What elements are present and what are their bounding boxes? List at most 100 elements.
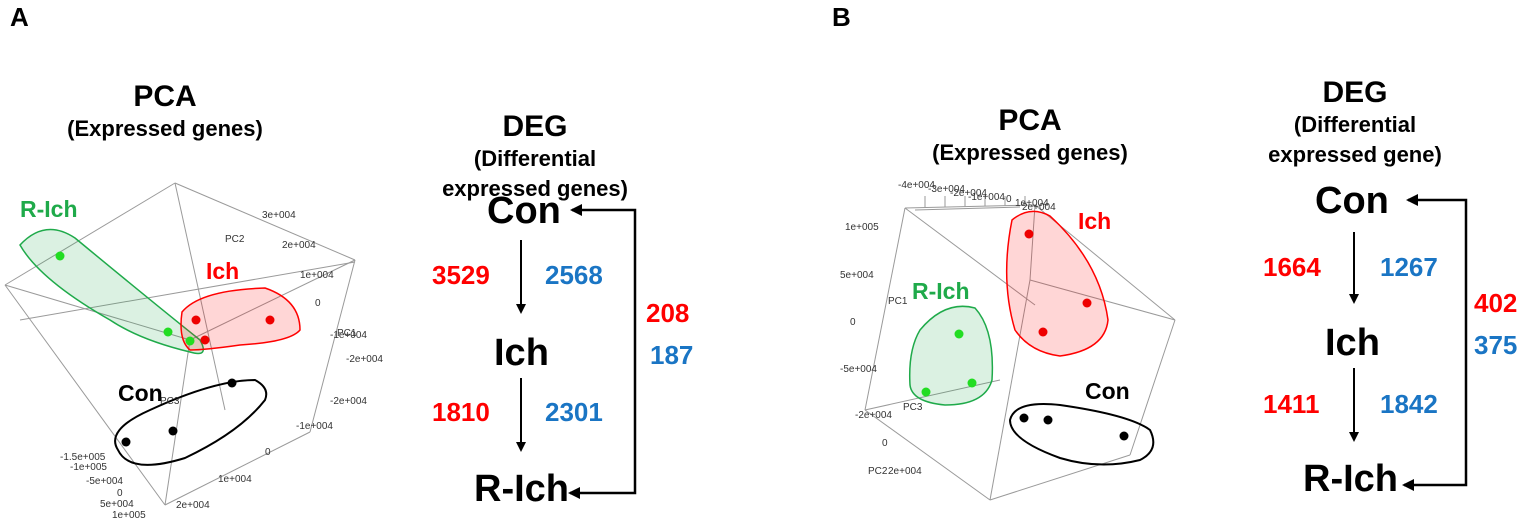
deg-ich-rich-down: 2301 bbox=[545, 397, 603, 427]
panel-b-pca-box bbox=[864, 204, 1176, 501]
axis-label-pc1: PC1 bbox=[337, 328, 357, 339]
deg-con-rich-down: 375 bbox=[1474, 330, 1518, 360]
tick-label: -1e+004 bbox=[296, 421, 333, 432]
ich-point bbox=[1024, 229, 1034, 239]
panel-b-deg-title-block: DEG (Differential expressed gene) bbox=[1240, 76, 1470, 170]
tick-label: -1e+005 bbox=[70, 462, 107, 473]
deg-ich-rich-down: 1842 bbox=[1380, 389, 1438, 419]
r-ich-points bbox=[55, 251, 195, 346]
r-ich-point bbox=[954, 329, 964, 339]
deg-node-con: Con bbox=[1315, 180, 1389, 222]
tick-label: 2e+004 bbox=[1022, 202, 1056, 213]
deg-con-ich-down: 2568 bbox=[545, 260, 603, 290]
tick-label: -1.5e+005 bbox=[60, 452, 106, 463]
ich-point bbox=[1038, 327, 1048, 337]
panel-b-letter: B bbox=[832, 2, 851, 32]
pca-title: PCA bbox=[998, 104, 1062, 137]
bracket-con-r-ich bbox=[1404, 198, 1468, 487]
ich-point bbox=[265, 315, 275, 325]
r-ich-hull bbox=[19, 228, 205, 355]
panel-b-pca-title: PCA (Expressed genes) bbox=[880, 104, 1180, 168]
tick-label: -4e+004 bbox=[898, 180, 935, 191]
pca-subtitle: (Expressed genes) bbox=[932, 140, 1128, 165]
tick-label: -5e+004 bbox=[86, 476, 123, 487]
deg-ich-rich-up: 1411 bbox=[1263, 389, 1320, 419]
r-ich-point bbox=[185, 336, 195, 346]
tick-label: 1e+004 bbox=[218, 474, 252, 485]
tick-label: 5e+004 bbox=[100, 499, 134, 510]
bracket-arrow-head-top bbox=[1406, 194, 1418, 206]
ich-point bbox=[1082, 298, 1092, 308]
tick-label: 1e+004 bbox=[1015, 198, 1049, 209]
deg-con-ich-down: 1267 bbox=[1380, 252, 1438, 282]
panel-a-label-r-ich: R-Ich bbox=[20, 196, 78, 222]
ich-points bbox=[191, 315, 275, 345]
con-point bbox=[1019, 413, 1029, 423]
panel-b-label-con: Con bbox=[1085, 378, 1130, 404]
tick-label: 0 bbox=[315, 298, 321, 309]
deg-node-con: Con bbox=[487, 190, 561, 232]
bracket-arrow-head-bottom bbox=[1402, 479, 1414, 491]
deg-node-ich: Ich bbox=[494, 332, 549, 374]
con-point bbox=[1119, 431, 1129, 441]
deg-subtitle-line1: (Differential bbox=[1293, 112, 1417, 137]
tick-label: 0 bbox=[117, 488, 123, 499]
tick-label: 0 bbox=[265, 447, 271, 458]
axis-label-pc3: PC3 bbox=[160, 396, 180, 407]
panel-b-top-ticks bbox=[924, 196, 1026, 208]
tick-label: 2e+004 bbox=[888, 466, 922, 477]
axis-label-pc3: PC3 bbox=[903, 402, 923, 413]
tick-label: 0 bbox=[850, 317, 856, 328]
con-point bbox=[227, 378, 237, 388]
con-point bbox=[121, 437, 131, 447]
tick-label: 0 bbox=[1006, 194, 1012, 205]
panel-b-label-r-ich: R-Ich bbox=[912, 278, 970, 304]
bracket-con-r-ich bbox=[570, 208, 637, 495]
con-point bbox=[168, 426, 178, 436]
r-ich-point bbox=[163, 327, 173, 337]
tick-label: 3e+004 bbox=[262, 210, 296, 221]
ich-point bbox=[200, 335, 210, 345]
panel-b-label-ich: Ich bbox=[1078, 208, 1112, 234]
ich-hull bbox=[180, 287, 301, 351]
tick-label: -2e+004 bbox=[855, 410, 892, 421]
bracket-arrow-head-top bbox=[570, 204, 582, 216]
tick-label: 0 bbox=[882, 438, 888, 449]
r-ich-points bbox=[921, 329, 977, 397]
ich-point bbox=[191, 315, 201, 325]
deg-node-ich: Ich bbox=[1325, 322, 1380, 364]
tick-label: 5e+004 bbox=[840, 270, 874, 281]
pca-title: PCA bbox=[133, 80, 197, 113]
tick-label: -1e+004 bbox=[968, 192, 1005, 203]
tick-label: 2e+004 bbox=[176, 500, 210, 511]
con-hull bbox=[114, 378, 268, 466]
con-hull bbox=[1008, 403, 1155, 466]
deg-con-rich-up: 208 bbox=[646, 298, 690, 328]
deg-node-r-ich: R-Ich bbox=[1303, 458, 1398, 500]
deg-con-ich-up: 3529 bbox=[432, 260, 490, 290]
tick-label: -2e+004 bbox=[950, 188, 987, 199]
panel-a-pca-box bbox=[4, 182, 356, 506]
bracket-arrow-head-bottom bbox=[568, 487, 580, 499]
tick-label: 1e+004 bbox=[300, 270, 334, 281]
deg-subtitle-line2: expressed gene) bbox=[1268, 142, 1442, 167]
deg-subtitle-line2: expressed genes) bbox=[442, 176, 628, 201]
deg-con-ich-up: 1664 bbox=[1263, 252, 1321, 282]
con-points bbox=[1019, 413, 1129, 441]
r-ich-point bbox=[55, 251, 65, 261]
panel-a-label-ich: Ich bbox=[206, 258, 240, 284]
r-ich-point bbox=[921, 387, 931, 397]
deg-title: DEG bbox=[1322, 76, 1388, 109]
deg-node-r-ich: R-Ich bbox=[474, 468, 569, 510]
deg-ich-rich-up: 1810 bbox=[432, 397, 490, 427]
tick-label: 1e+005 bbox=[845, 222, 879, 233]
tick-label: -1e+004 bbox=[330, 330, 367, 341]
axis-label-pc2: PC2 bbox=[225, 234, 245, 245]
pca-subtitle: (Expressed genes) bbox=[67, 116, 263, 141]
axis-label-pc2: PC2 bbox=[868, 466, 888, 477]
deg-con-rich-down: 187 bbox=[650, 340, 694, 370]
deg-con-rich-up: 402 bbox=[1474, 288, 1518, 318]
